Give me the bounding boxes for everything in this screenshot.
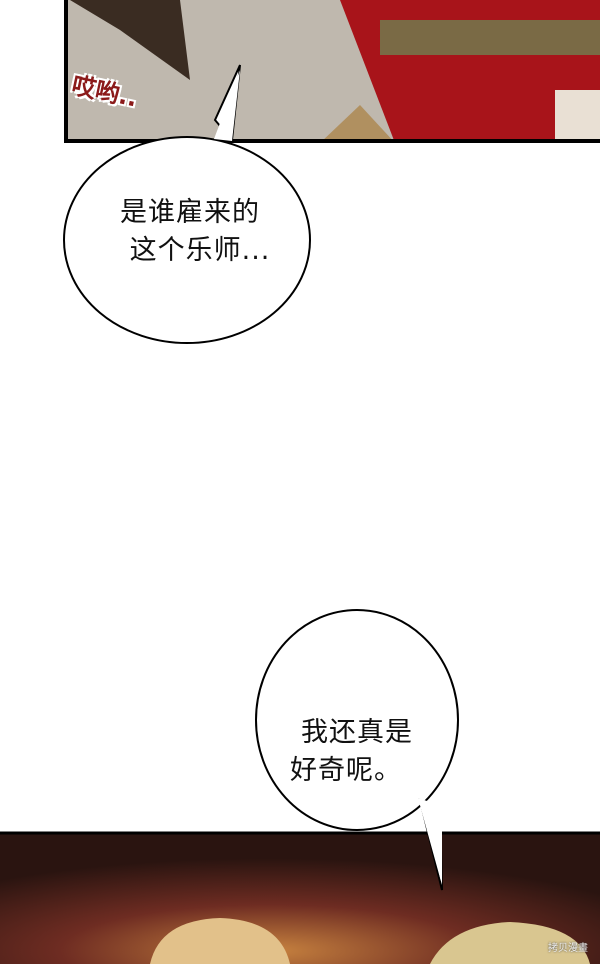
bubble-line: 好奇呢。: [290, 755, 402, 786]
speech-bubble-2: [255, 609, 459, 891]
bubble-line: 是谁雇来的: [120, 197, 260, 228]
bubble-2-text: 我还真是 好奇呢。: [272, 714, 442, 790]
bubble-line: 这个乐师...: [129, 235, 271, 266]
top-panel: [64, 0, 600, 143]
watermark: 拷贝漫畫: [548, 943, 588, 954]
bubble-line: 我还真是: [301, 717, 413, 748]
bottom-panel: [0, 831, 600, 964]
bubble-1-text: 是谁雇来的 这个乐师...: [90, 194, 290, 270]
speech-bubble-1: [63, 64, 311, 344]
